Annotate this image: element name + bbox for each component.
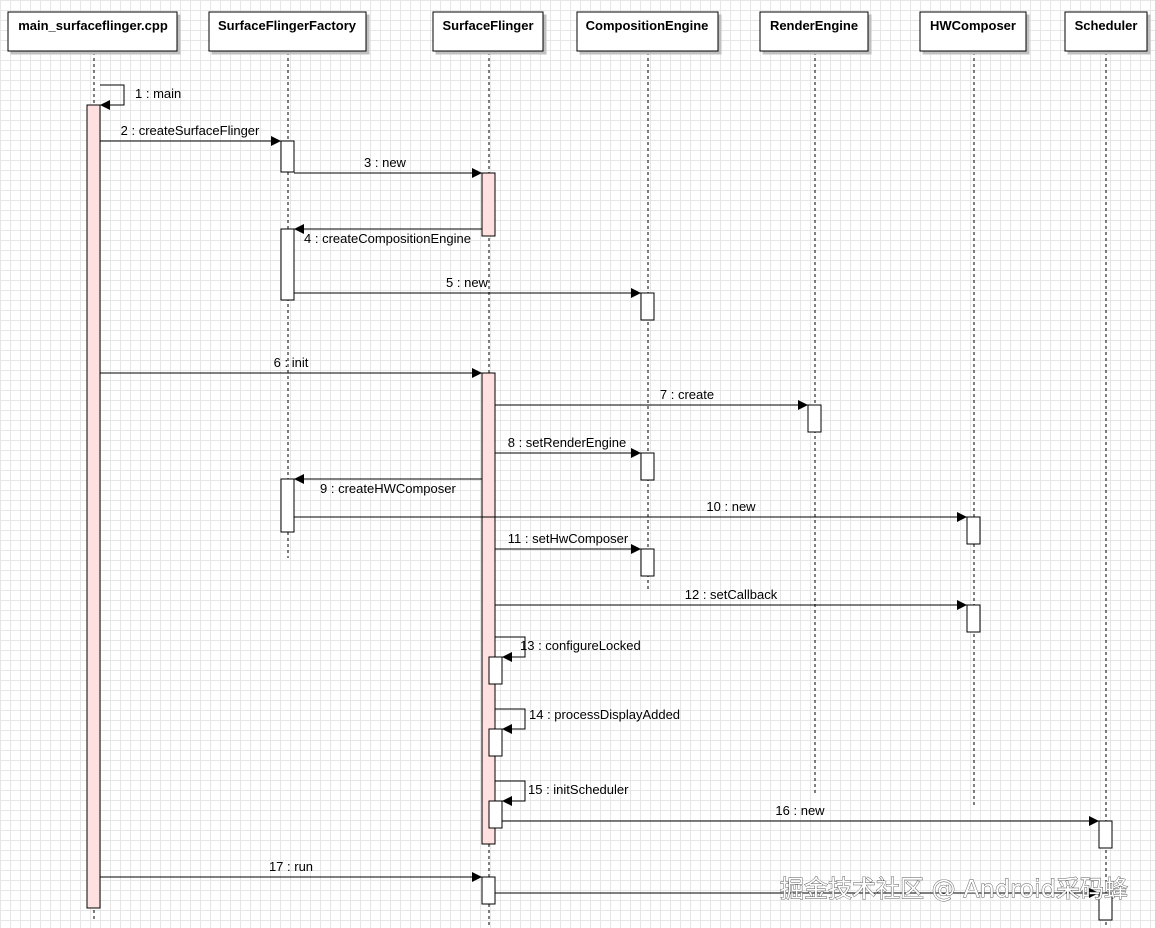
participant-label-renderengine: RenderEngine	[770, 18, 858, 33]
participant-box-scheduler[interactable]	[1064, 11, 1148, 52]
participant-box-surfaceflinger[interactable]	[432, 11, 544, 52]
activation-renderengine-1	[807, 404, 822, 433]
activation-main	[86, 104, 101, 909]
activation-compositionengine-1	[640, 292, 655, 321]
activation-surfaceflinger-1	[481, 172, 496, 237]
activation-hwcomposer-2	[966, 604, 981, 633]
message-label-13: 13 : configureLocked	[520, 638, 641, 653]
activation-factory-1	[280, 140, 295, 173]
activation-scheduler-1	[1098, 820, 1113, 849]
participant-box-renderengine[interactable]	[759, 11, 869, 52]
message-label-2: 2 : createSurfaceFlinger	[121, 123, 260, 138]
participant-label-surfaceflinger: SurfaceFlinger	[442, 18, 533, 33]
message-label-8: 8 : setRenderEngine	[508, 435, 627, 450]
message-arrows	[100, 84, 1099, 898]
message-label-6: 6 : init	[274, 355, 309, 370]
message-label-5: 5 : new	[446, 275, 489, 290]
participant-headers	[7, 11, 1148, 52]
activation-compositionengine-2	[640, 452, 655, 481]
activation-factory-3	[280, 478, 295, 533]
participant-box-hwcomposer[interactable]	[919, 11, 1027, 52]
message-label-10: 10 : new	[706, 499, 756, 514]
arrow-14-processdisplayadded[interactable]	[495, 708, 526, 734]
message-label-3: 3 : new	[364, 155, 407, 170]
watermark-text: 掘金技术社区 @ Android采码蜂	[780, 875, 1128, 903]
activation-surfaceflinger-self-15	[488, 800, 503, 829]
activation-hwcomposer-1	[966, 516, 981, 545]
activation-scheduler-2	[1098, 892, 1113, 921]
activation-factory-2	[280, 228, 295, 301]
arrow-1-main[interactable]	[100, 84, 125, 110]
participant-label-factory: SurfaceFlingerFactory	[218, 18, 357, 33]
participant-label-compositionengine: CompositionEngine	[586, 18, 709, 33]
activation-compositionengine-3	[640, 548, 655, 577]
activation-surfaceflinger-3	[481, 876, 496, 905]
message-label-9: 9 : createHWComposer	[320, 481, 456, 496]
message-label-11: 11 : setHwComposer	[508, 531, 629, 546]
message-labels: 1 : main 2 : createSurfaceFlinger 3 : ne…	[121, 86, 826, 874]
arrow-15-initscheduler[interactable]	[495, 780, 526, 806]
participant-box-main[interactable]	[7, 11, 178, 52]
activation-surfaceflinger-self-13	[488, 656, 503, 685]
participant-box-factory[interactable]	[208, 11, 367, 52]
message-label-12: 12 : setCallback	[685, 587, 778, 602]
message-label-15: 15 : initScheduler	[528, 782, 629, 797]
message-label-7: 7 : create	[660, 387, 714, 402]
activation-surfaceflinger-self-14	[488, 728, 503, 757]
message-label-17: 17 : run	[269, 859, 313, 874]
message-label-14: 14 : processDisplayAdded	[529, 707, 680, 722]
activation-bars	[86, 104, 1113, 921]
participant-label-scheduler: Scheduler	[1075, 18, 1138, 33]
message-label-1: 1 : main	[135, 86, 181, 101]
arrow-13-configurelocked[interactable]	[495, 636, 526, 662]
participant-label-hwcomposer: HWComposer	[930, 18, 1016, 33]
message-label-16: 16 : new	[775, 803, 825, 818]
activation-surfaceflinger-2	[481, 372, 496, 845]
participant-labels: main_surfaceflinger.cpp SurfaceFlingerFa…	[18, 18, 1137, 33]
participant-label-main: main_surfaceflinger.cpp	[18, 18, 168, 33]
participant-box-compositionengine[interactable]	[576, 11, 719, 52]
message-label-4: 4 : createCompositionEngine	[304, 231, 471, 246]
